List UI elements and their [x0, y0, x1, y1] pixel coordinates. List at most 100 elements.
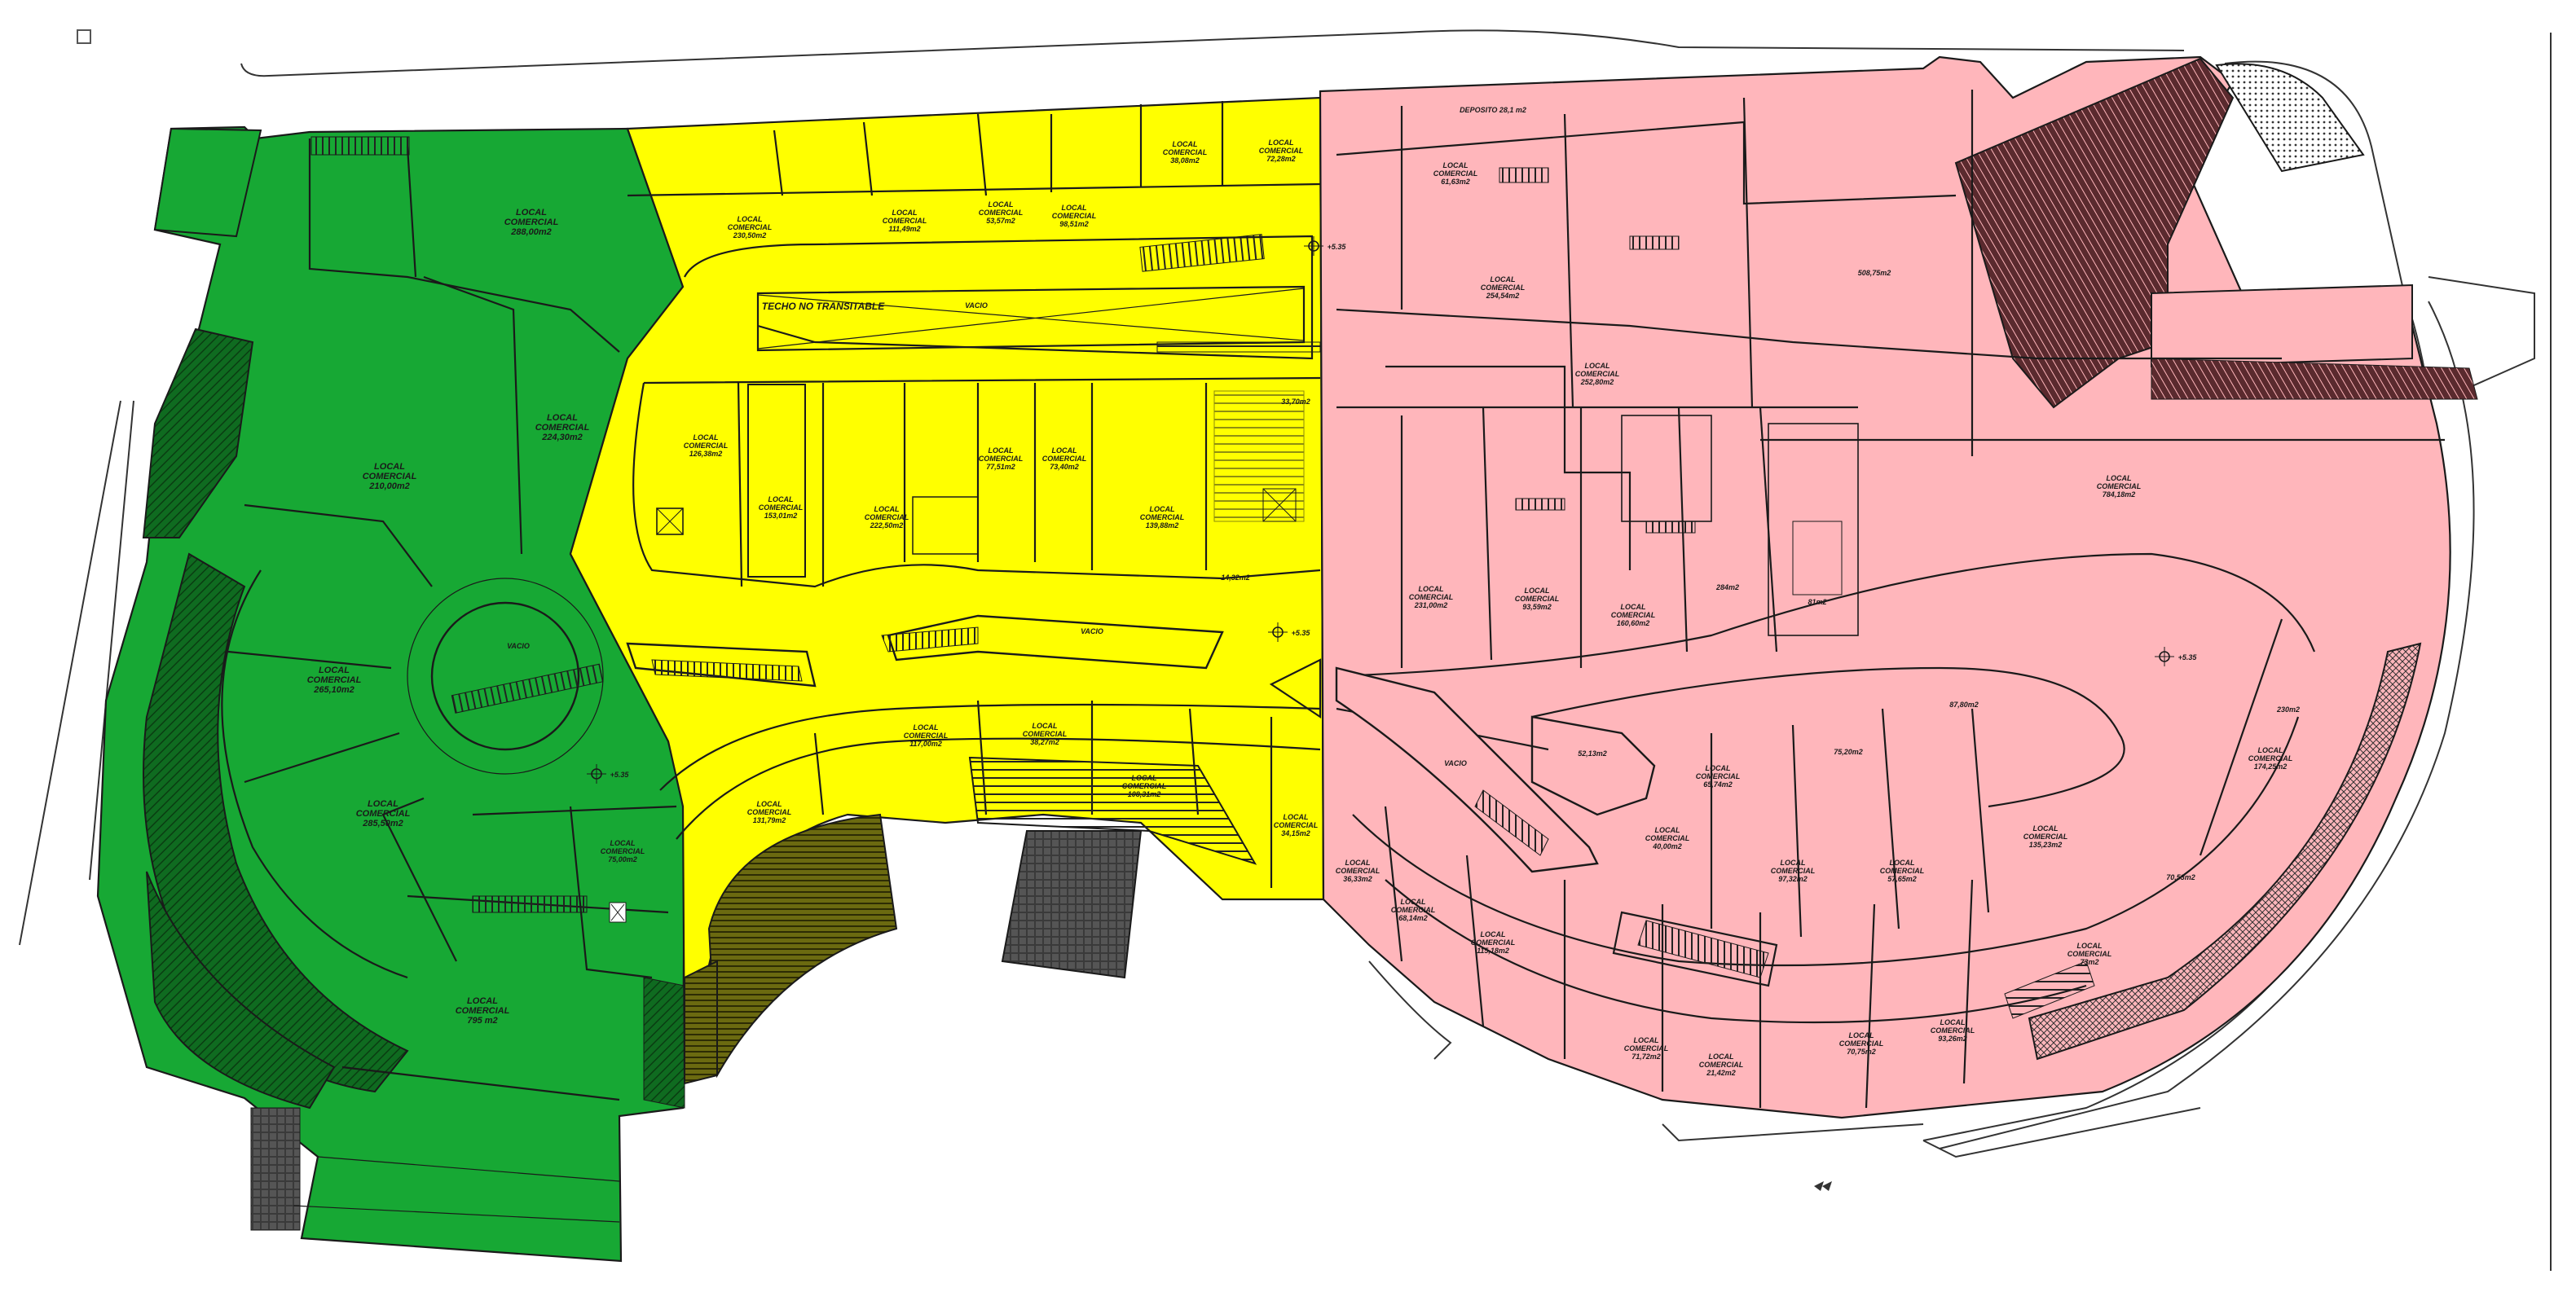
level-label-pink: +5.35 — [2178, 653, 2198, 661]
room-label-yellow-1-l1: LOCAL — [738, 215, 763, 223]
room-label-yellow-11-l3: 73,40m2 — [1050, 463, 1079, 471]
area-label-pink-g: 70,53m2 — [2166, 873, 2195, 881]
room-label-yellow-13-l3: 117,00m2 — [909, 740, 942, 748]
room-label-yellow-9-l2: COMERCIAL — [865, 513, 909, 521]
room-label-yellow-4-l3: 98,51m2 — [1059, 220, 1089, 228]
room-label-pink-15-l2: COMERCIAL — [1931, 1026, 1975, 1035]
room-label-pink-13-l1: LOCAL — [1709, 1052, 1734, 1061]
room-label-yellow-6-l1: LOCAL — [1269, 138, 1294, 147]
room-label-yellow-8-l3: 153,01m2 — [764, 512, 798, 520]
room-label-green-7-l1: LOCAL — [467, 996, 498, 1006]
room-label-yellow-16-l2: COMERCIAL — [1122, 782, 1167, 790]
room-label-green-4-l2: COMERCIAL — [307, 675, 362, 685]
room-label-yellow-11-l1: LOCAL — [1052, 446, 1077, 455]
room-label-green-2-l3: 210,00m2 — [368, 481, 410, 491]
zone-yellow — [569, 96, 1325, 1085]
room-label-pink-8-l1: LOCAL — [2258, 746, 2283, 754]
room-label-yellow-17-l2: COMERCIAL — [1274, 821, 1319, 829]
room-label-pink-19-l1: LOCAL — [1890, 859, 1915, 867]
level-label-yellow-1: +5.35 — [1328, 243, 1347, 251]
room-label-green-3-l2: COMERCIAL — [535, 423, 590, 433]
room-label-pink-12-l2: COMERCIAL — [1624, 1044, 1669, 1052]
room-label-yellow-2-l3: 111,49m2 — [888, 225, 920, 233]
area-label-yellow-b: 33,70m2 — [1281, 398, 1310, 406]
room-label-green-5-l3: 285,50m2 — [362, 819, 403, 828]
room-label-yellow-16-l1: LOCAL — [1132, 774, 1157, 782]
room-label-pink-6-l2: COMERCIAL — [1611, 611, 1656, 619]
room-label-yellow-15-l3: 131,79m2 — [753, 816, 786, 824]
room-label-pink-4-l1: LOCAL — [1419, 585, 1444, 593]
room-label-yellow-5-l3: 38,08m2 — [1170, 156, 1200, 165]
room-label-yellow-12-l2: COMERCIAL — [1140, 513, 1185, 521]
room-label-pink-13-l2: COMERCIAL — [1699, 1061, 1744, 1069]
area-label-pink-d: 52,13m2 — [1578, 749, 1607, 758]
vacio-label-yellow-2: VACIO — [1081, 627, 1103, 635]
room-label-yellow-9-l1: LOCAL — [874, 505, 900, 513]
exterior-stair — [1001, 830, 1143, 979]
room-label-yellow-12-l1: LOCAL — [1150, 505, 1175, 513]
room-label-green-6-l1: LOCAL — [610, 839, 636, 847]
room-label-pink-5-l3: 93,59m2 — [1522, 603, 1552, 611]
room-label-pink-1-l1: LOCAL — [1443, 161, 1469, 169]
room-label-pink-14-l2: COMERCIAL — [1839, 1039, 1884, 1048]
area-label-pink-b: 284m2 — [1715, 583, 1739, 591]
room-label-yellow-6-l2: COMERCIAL — [1259, 147, 1304, 155]
room-label-green-4-l1: LOCAL — [319, 666, 350, 675]
room-label-yellow-2-l2: COMERCIAL — [883, 217, 927, 225]
room-label-green-3-l1: LOCAL — [547, 413, 578, 423]
room-label-yellow-1-l3: 230,50m2 — [733, 231, 767, 240]
room-label-pink-14-l1: LOCAL — [1849, 1031, 1874, 1039]
room-label-pink-17-l3: 40,00m2 — [1652, 842, 1682, 850]
room-label-pink-2-l2: COMERCIAL — [1481, 283, 1526, 292]
vacio-label-yellow-1: VACIO — [965, 301, 988, 310]
level-label-green: +5.35 — [610, 771, 630, 779]
area-label-pink-e: 75,20m2 — [1834, 748, 1863, 756]
room-label-pink-3-l3: 252,80m2 — [1580, 378, 1614, 386]
room-label-pink-16-l1: LOCAL — [1706, 764, 1731, 772]
room-label-pink-18-l3: 97,32m2 — [1778, 875, 1808, 883]
room-label-pink-3-l2: COMERCIAL — [1575, 370, 1620, 378]
room-label-pink-6-l1: LOCAL — [1621, 603, 1646, 611]
room-label-yellow-7-l3: 126,38m2 — [689, 450, 723, 458]
room-label-pink-7-l1: LOCAL — [2107, 474, 2132, 482]
vacio-label-green: VACIO — [507, 642, 530, 650]
arrow-icon — [1814, 1181, 1832, 1191]
room-label-yellow-6-l3: 72,28m2 — [1266, 155, 1296, 163]
corner-checkbox[interactable] — [77, 29, 91, 44]
room-label-pink-7-l3: 784,18m2 — [2103, 490, 2136, 499]
room-label-yellow-17-l1: LOCAL — [1284, 813, 1309, 821]
room-label-yellow-1-l2: COMERCIAL — [728, 223, 773, 231]
room-label-pink-11-l1: LOCAL — [1481, 930, 1506, 938]
room-label-pink-8-l2: COMERCIAL — [2248, 754, 2293, 762]
room-label-yellow-2-l1: LOCAL — [892, 209, 918, 217]
room-label-pink-16-l3: 65,74m2 — [1703, 780, 1733, 789]
room-label-yellow-5-l2: COMERCIAL — [1163, 148, 1208, 156]
room-label-pink-15-l3: 93,26m2 — [1938, 1035, 1967, 1043]
room-label-yellow-4-l1: LOCAL — [1062, 204, 1087, 212]
room-label-pink-5-l2: COMERCIAL — [1515, 595, 1560, 603]
area-label-pink-f: 87,80m2 — [1949, 701, 1979, 709]
room-label-yellow-14-l3: 38,27m2 — [1030, 738, 1059, 746]
room-label-yellow-10-l1: LOCAL — [989, 446, 1014, 455]
room-label-pink-1-l3: 61,63m2 — [1441, 178, 1470, 186]
room-label-pink-7-l2: COMERCIAL — [2097, 482, 2142, 490]
room-label-pink-18-l1: LOCAL — [1781, 859, 1806, 867]
level-marker-4 — [2155, 647, 2174, 666]
room-label-pink-12-l1: LOCAL — [1634, 1036, 1659, 1044]
room-label-pink-20-l2: COMERCIAL — [2023, 833, 2068, 841]
room-label-green-1-l3: 288,00m2 — [510, 227, 552, 237]
room-label-pink-10-l3: 68,14m2 — [1398, 914, 1428, 922]
area-label-yellow-a: 14,32m2 — [1221, 573, 1250, 582]
room-label-yellow-8-l2: COMERCIAL — [759, 503, 804, 512]
room-label-yellow-12-l3: 139,88m2 — [1146, 521, 1179, 530]
vacio-label-pink: VACIO — [1444, 759, 1467, 767]
site-boundary-top — [240, 29, 2185, 77]
storage-label-pink: DEPOSITO 28,1 m2 — [1460, 106, 1526, 114]
level-marker-1 — [1304, 236, 1323, 256]
room-label-green-5-l1: LOCAL — [368, 799, 399, 809]
room-label-yellow-15-l1: LOCAL — [757, 800, 782, 808]
room-label-pink-21-l1: LOCAL — [2077, 942, 2103, 950]
room-label-yellow-8-l1: LOCAL — [768, 495, 794, 503]
room-label-green-5-l2: COMERCIAL — [356, 809, 411, 819]
